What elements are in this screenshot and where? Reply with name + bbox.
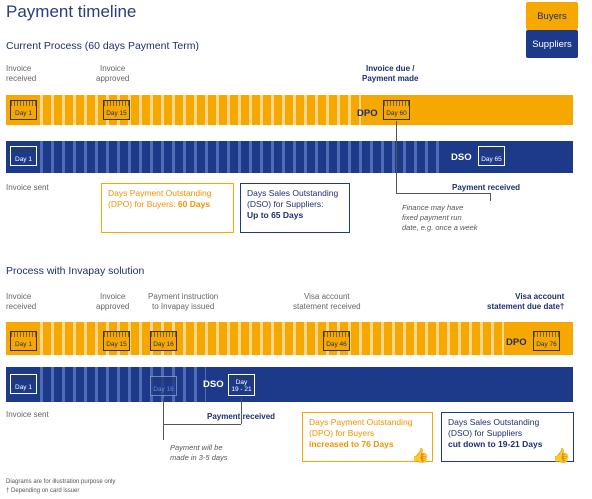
footnote-illustration: Diagrams are for illustration purpose on… [6, 479, 116, 485]
invapay-payment-note: Payment will be made in 3-5 days [170, 443, 228, 462]
invapay-connector-h [163, 424, 241, 425]
current-buyer-day60: Day 60 [383, 100, 410, 120]
current-heading: Current Process (60 days Payment Term) [6, 40, 199, 52]
legend-buyers: Buyers [526, 2, 578, 30]
invapay-supplier-chevrons [36, 367, 206, 402]
current-buyer-day1: Day 1 [10, 100, 37, 120]
invapay-connector-v2 [241, 398, 242, 424]
invapay-invoice-sent-label: Invoice sent [6, 410, 49, 419]
invapay-connector-v [163, 398, 164, 440]
invapay-visa-due-label: Visa account statement due date† [487, 292, 565, 311]
invapay-invoice-approved-label: Invoice approved [96, 292, 130, 311]
current-dso-tag: DSO [451, 152, 472, 163]
invapay-buyer-day15: Day 15 [103, 331, 130, 351]
invapay-buyer-band [6, 322, 573, 355]
invapay-buyer-day16: Day 16 [150, 331, 177, 351]
current-invoice-approved-label: Invoice approved [96, 64, 130, 83]
current-finance-note: Finance may have fixed payment run date,… [402, 203, 478, 232]
thumbs-up-icon: 👍 [552, 447, 570, 463]
current-connector-v [396, 121, 397, 193]
invapay-payment-received-label: Payment received [207, 412, 276, 421]
footnote-card-issuer: † Depending on card issuer [6, 488, 80, 494]
current-supplier-day1: Day 1 [10, 146, 37, 166]
current-supplier-chevrons [36, 141, 446, 173]
invapay-supplier-band [6, 367, 573, 402]
current-dpo-box: Days Payment Outstanding (DPO) for Buyer… [101, 183, 234, 233]
invapay-supplier-day19-21: Day 19 - 21 [228, 374, 255, 396]
invapay-supplier-day16: Day 16 [150, 376, 177, 396]
current-connector-h [396, 193, 490, 194]
invapay-invoice-received-label: Invoice received [6, 292, 37, 311]
invapay-supplier-day1: Day 1 [10, 374, 37, 394]
invapay-dpo-tag: DPO [506, 337, 527, 348]
page-title: Payment timeline [6, 2, 137, 21]
legend-suppliers: Suppliers [526, 30, 578, 58]
invapay-heading: Process with Invapay solution [6, 265, 145, 277]
thumbs-up-icon: 👍 [411, 447, 429, 463]
invapay-buyer-day76: Day 76 [533, 331, 560, 351]
current-buyer-day15: Day 15 [103, 100, 130, 120]
current-invoice-received-label: Invoice received [6, 64, 37, 83]
invapay-visa-received-label: Visa account statement received [293, 292, 361, 311]
current-buyer-chevrons [36, 95, 361, 125]
current-invoice-sent-label: Invoice sent [6, 183, 49, 192]
current-dso-box: Days Sales Outstanding (DSO) for Supplie… [240, 183, 350, 233]
invapay-payment-instruction-label: Payment instruction to Invapay issued [148, 292, 219, 311]
invapay-dso-box: Days Sales Outstanding (DSO) for Supplie… [441, 412, 574, 462]
invapay-buyer-day46: Day 46 [323, 331, 350, 351]
invapay-dso-tag: DSO [203, 379, 224, 390]
invapay-buyer-day1: Day 1 [10, 331, 37, 351]
invapay-dpo-box: Days Payment Outstanding (DPO) for Buyer… [302, 412, 433, 462]
current-connector-v2 [490, 193, 491, 201]
current-payment-received-label: Payment received [452, 183, 521, 192]
current-dpo-tag: DPO [357, 108, 378, 119]
current-buyer-band [6, 95, 573, 125]
current-invoice-due-label: Invoice due / Payment made [362, 64, 419, 83]
current-supplier-day65: Day 65 [478, 146, 505, 166]
